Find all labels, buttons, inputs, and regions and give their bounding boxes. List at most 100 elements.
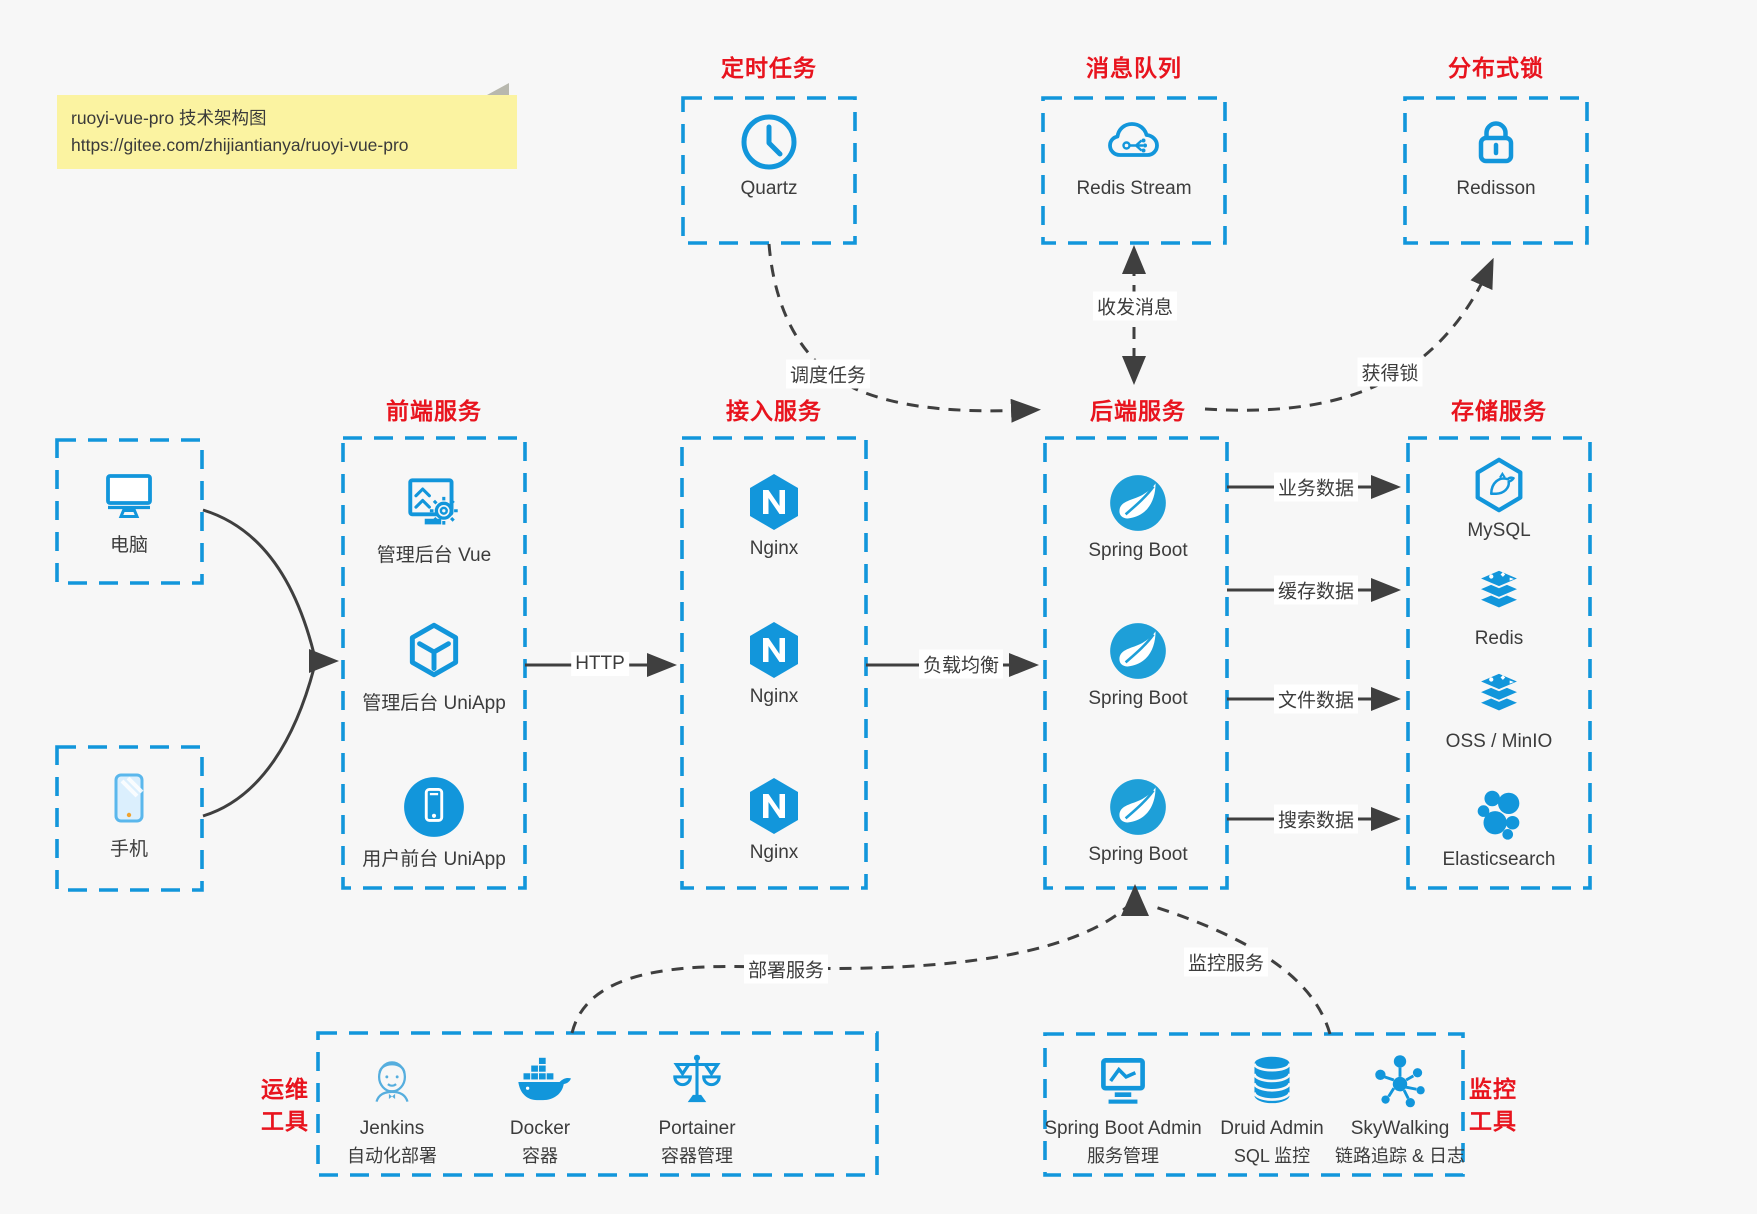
node-springboot-3: Spring Boot [1038, 774, 1238, 866]
spring-leaf-icon [1105, 470, 1171, 536]
druid-database-icon [1239, 1048, 1305, 1114]
edge-deploy-service [570, 904, 1129, 1034]
elasticsearch-cluster-icon [1468, 783, 1530, 845]
edge-label-schedule-task: 调度任务 [785, 359, 871, 389]
node-label: 管理后台 UniApp [362, 693, 506, 714]
mysql-dolphin-icon [1468, 454, 1530, 516]
note-url: https://gitee.com/zhijiantianya/ruoyi-vu… [71, 135, 409, 156]
smartphone-icon [97, 766, 161, 830]
scheduler-group-border [681, 96, 857, 245]
node-redis-stream: Redis Stream [1034, 110, 1234, 200]
edge-acquire-lock [1204, 257, 1494, 412]
node-springboot-2: Spring Boot [1038, 618, 1238, 710]
node-label: Elasticsearch [1442, 849, 1556, 870]
admin-screen-gear-icon [401, 470, 467, 536]
node-label: MySQL [1467, 520, 1531, 541]
storage-group-border [1406, 436, 1592, 890]
skywalking-network-icon [1367, 1048, 1433, 1114]
clock-icon [737, 110, 801, 174]
edge-label-http: HTTP [571, 652, 629, 676]
springbootadmin-monitor-icon [1090, 1048, 1156, 1114]
gateway-group-border [680, 436, 868, 890]
node-redisson: Redisson [1396, 110, 1596, 200]
edge-label-business-data: 业务数据 [1273, 472, 1359, 502]
node-sublabel: 自动化部署 [347, 1146, 437, 1166]
node-nginx-2: Nginx [674, 618, 874, 708]
title-backend: 后端服务 [1090, 397, 1186, 424]
node-label: Nginx [749, 686, 799, 707]
title-monitor: 监控 工具 [1469, 1075, 1517, 1134]
title-mq: 消息队列 [1086, 54, 1182, 81]
node-sublabel: 链路追踪 & 日志 [1334, 1146, 1465, 1166]
redis-stack-icon [1468, 665, 1530, 727]
title-storage: 存储服务 [1451, 397, 1547, 424]
redis-stack-icon [1468, 562, 1530, 624]
node-label: Docker [509, 1118, 571, 1139]
message-arrowhead-down [1122, 356, 1146, 385]
edge-phone-to-frontend [202, 667, 316, 818]
node-label: Nginx [749, 842, 799, 863]
node-quartz: Quartz [669, 110, 869, 200]
node-druid-admin: Druid Admin SQL 监控 [1172, 1048, 1372, 1168]
node-admin-vue: 管理后台 Vue [334, 470, 534, 567]
title-gateway: 接入服务 [726, 397, 822, 424]
uniapp-cube-icon [401, 618, 467, 684]
node-pc: 电脑 [29, 462, 229, 557]
edge-monitor-service [1151, 904, 1332, 1035]
node-springboot-1: Spring Boot [1038, 470, 1238, 562]
phone-group-border [55, 745, 204, 892]
edge-pc-to-frontend [202, 508, 316, 655]
node-sublabel: 容器 [522, 1146, 558, 1166]
app-circle-phone-icon [401, 774, 467, 840]
node-jenkins: Jenkins 自动化部署 [292, 1048, 492, 1168]
node-label: Redis Stream [1076, 178, 1192, 199]
node-sublabel: SQL 监控 [1233, 1146, 1311, 1166]
mq-group-border [1041, 96, 1227, 245]
node-label: Spring Boot [1088, 540, 1188, 561]
frontend-group-border [341, 436, 527, 890]
docker-whale-icon [507, 1048, 573, 1114]
cloud-stream-icon [1102, 110, 1166, 174]
lock-icon [1464, 110, 1528, 174]
edge-label-deploy-service: 部署服务 [743, 954, 829, 984]
note-title: ruoyi-vue-pro 技术架构图 [71, 108, 267, 128]
node-label: Spring Boot [1088, 688, 1188, 709]
node-admin-uniapp: 管理后台 UniApp [334, 618, 534, 715]
deploy-monitor-arrowhead [1121, 884, 1149, 916]
title-lock: 分布式锁 [1448, 54, 1544, 81]
note-fold-corner [487, 83, 509, 95]
nginx-icon [742, 470, 806, 534]
title-scheduler: 定时任务 [721, 54, 817, 81]
node-label: Druid Admin [1220, 1118, 1324, 1139]
node-label: Spring Boot Admin [1044, 1118, 1202, 1139]
spring-leaf-icon [1105, 618, 1171, 684]
node-label: SkyWalking [1350, 1118, 1450, 1139]
title-ops: 运维 工具 [261, 1075, 309, 1134]
node-label: Quartz [740, 178, 798, 199]
node-sublabel: 服务管理 [1087, 1146, 1159, 1166]
node-sublabel: 容器管理 [661, 1146, 733, 1166]
node-label: Portainer [658, 1118, 736, 1139]
sticky-note: ruoyi-vue-pro 技术架构图 https://gitee.com/zh… [57, 83, 517, 170]
node-oss-minio: OSS / MinIO [1399, 665, 1599, 753]
node-label: 电脑 [109, 535, 148, 556]
node-nginx-3: Nginx [674, 774, 874, 864]
node-nginx-1: Nginx [674, 470, 874, 560]
edge-label-acquire-lock: 获得锁 [1357, 357, 1423, 387]
node-redis: Redis [1399, 562, 1599, 650]
portainer-scales-icon [664, 1048, 730, 1114]
node-label: 用户前台 UniApp [362, 849, 506, 870]
node-label: 管理后台 Vue [376, 545, 492, 566]
node-label: OSS / MinIO [1445, 731, 1553, 752]
lock-group-border [1403, 96, 1589, 245]
edge-label-load-balance: 负载均衡 [918, 649, 1004, 679]
title-frontend: 前端服务 [386, 397, 482, 424]
node-label: 手机 [109, 839, 148, 860]
node-label: Redisson [1456, 178, 1536, 199]
edge-label-cache-data: 缓存数据 [1273, 575, 1359, 605]
node-springboot-admin: Spring Boot Admin 服务管理 [1023, 1048, 1223, 1168]
edge-schedule-task [767, 243, 1041, 423]
edge-label-search-data: 搜索数据 [1273, 804, 1359, 834]
jenkins-butler-icon [359, 1048, 425, 1114]
